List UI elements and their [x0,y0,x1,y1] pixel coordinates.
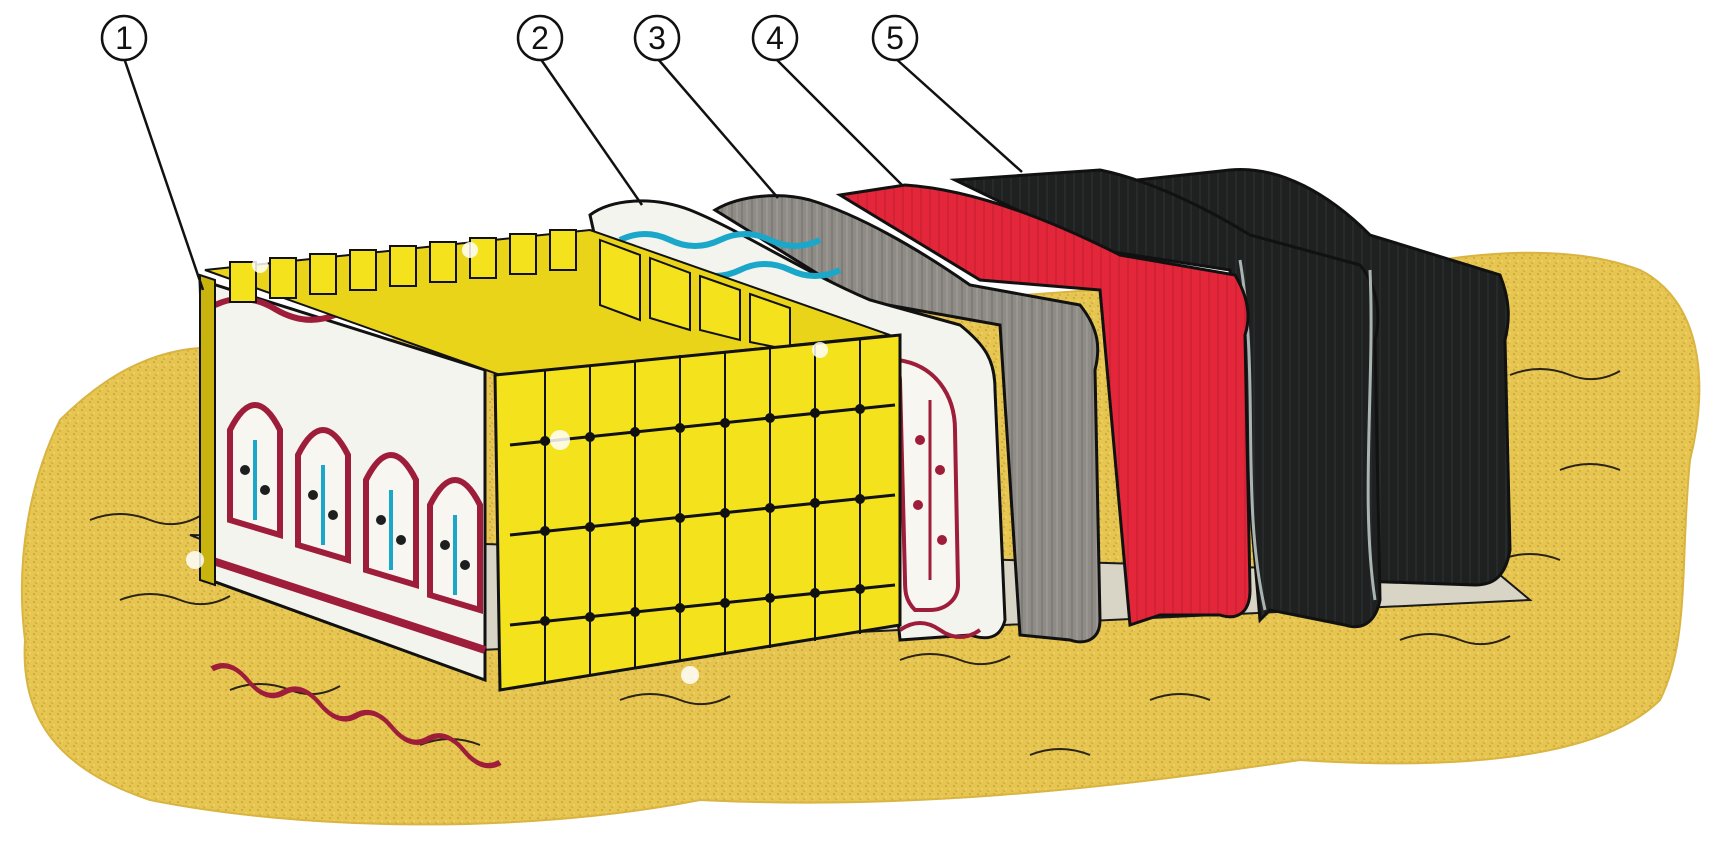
callout-5: 5 [873,16,917,60]
callout-1-label: 1 [115,20,133,56]
callout-3: 3 [635,16,679,60]
callout-2: 2 [518,16,562,60]
callout-4-label: 4 [766,20,784,56]
linen-arch-1 [230,405,280,535]
callout-4: 4 [753,16,797,60]
linen-arch-3 [366,455,416,585]
callout-1: 1 [102,16,146,60]
callout-5-label: 5 [886,20,904,56]
callout-3-label: 3 [648,20,666,56]
linen-arch-4 [430,480,480,610]
linen-arch-2 [298,430,348,560]
callout-2-label: 2 [531,20,549,56]
